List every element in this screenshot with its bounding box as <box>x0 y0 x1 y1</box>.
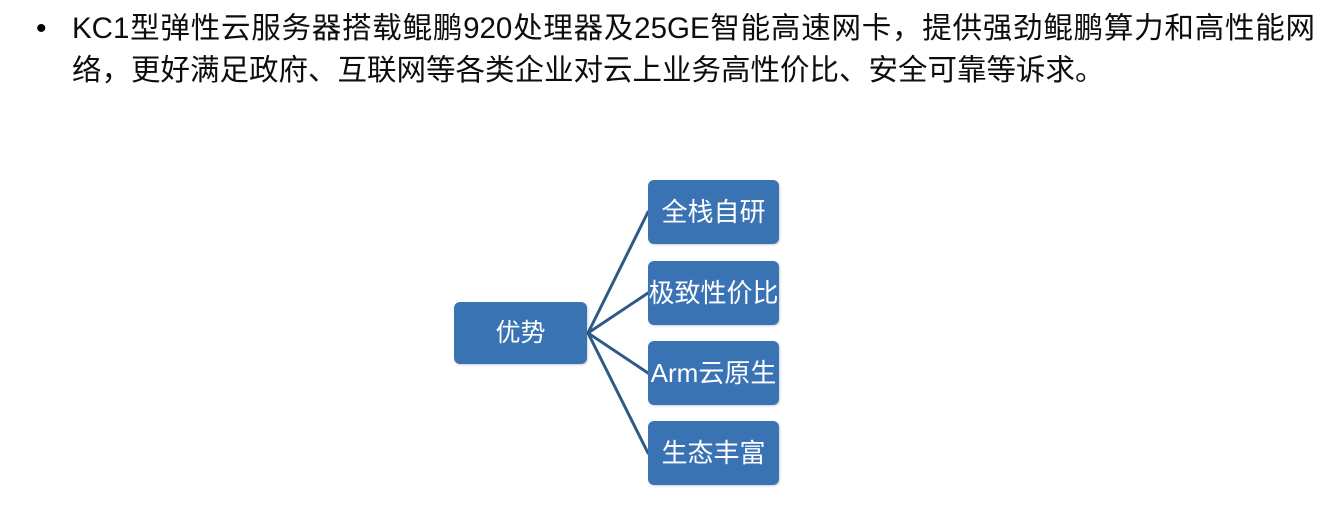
diagram-node-branch-2[interactable]: 极致性价比 <box>648 261 779 325</box>
diagram-node-branch-1-label: 全栈自研 <box>661 197 766 227</box>
connector-line-4 <box>586 331 650 455</box>
bullet-list-item: • KC1型弹性云服务器搭载鲲鹏920处理器及25GE智能高速网卡，提供强劲鲲鹏… <box>30 8 1315 92</box>
diagram-node-branch-2-label: 极致性价比 <box>648 278 779 308</box>
diagram-node-branch-4[interactable]: 生态丰富 <box>648 421 779 485</box>
connector-line-3 <box>586 331 650 375</box>
diagram-node-branch-3[interactable]: Arm云原生 <box>648 341 779 405</box>
diagram-node-branch-4-label: 生态丰富 <box>661 438 766 468</box>
diagram-node-root[interactable]: 优势 <box>454 302 587 364</box>
connector-line-2 <box>586 291 650 335</box>
bullet-paragraph: • KC1型弹性云服务器搭载鲲鹏920处理器及25GE智能高速网卡，提供强劲鲲鹏… <box>30 8 1315 92</box>
diagram-node-branch-3-label: Arm云原生 <box>650 358 777 388</box>
bullet-body-text: KC1型弹性云服务器搭载鲲鹏920处理器及25GE智能高速网卡，提供强劲鲲鹏算力… <box>72 12 1315 87</box>
diagram-node-branch-1[interactable]: 全栈自研 <box>648 180 779 244</box>
bullet-marker-icon: • <box>36 12 47 45</box>
diagram-node-root-label: 优势 <box>495 318 546 347</box>
connector-line-1 <box>586 210 650 335</box>
